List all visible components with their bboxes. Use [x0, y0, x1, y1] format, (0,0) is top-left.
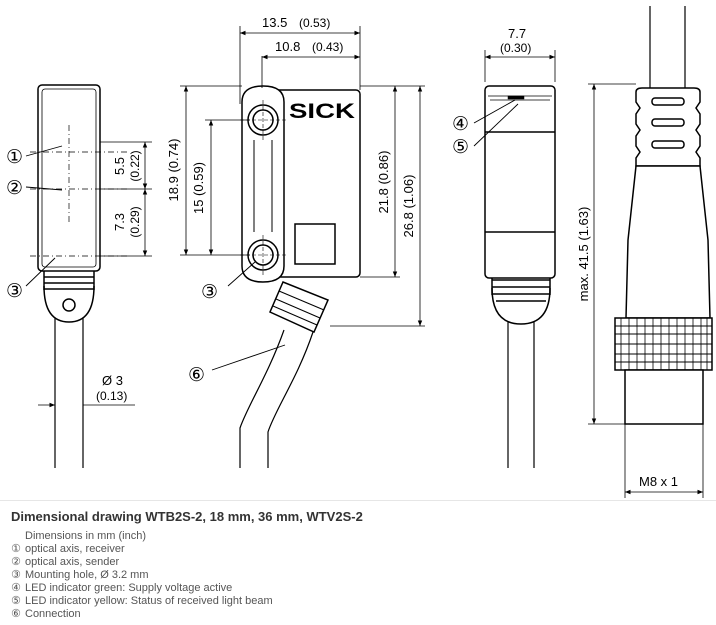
separator [0, 500, 716, 501]
dim-7-7: 7.7 [508, 26, 526, 41]
dim-m8-thread: M8 x 1 [639, 474, 678, 489]
caption: Dimensional drawing WTB2S-2, 18 mm, 36 m… [11, 509, 711, 621]
dim-7-3: 7.3 [112, 213, 127, 231]
narrow-dimensions [484, 50, 556, 82]
dim-5-5: 5.5 [112, 157, 127, 175]
narrow-view [473, 85, 556, 468]
connector-knurl [620, 318, 708, 370]
dim-41-5: max. 41.5 (1.63) [576, 207, 591, 302]
dim-18-9: 18.9 (0.74) [166, 139, 181, 202]
dim-13-5-inch: (0.53) [299, 16, 330, 30]
legend-item: Dimensions in mm (inch) [25, 530, 147, 542]
sick-logo: SICK [289, 100, 355, 123]
callout-4: ④ [452, 114, 469, 135]
dim-26-8: 26.8 (1.06) [401, 175, 416, 238]
callout-1: ① [6, 147, 23, 168]
callout-3-side: ③ [201, 282, 218, 303]
callout-6: ⑥ [188, 365, 205, 386]
front-dimensions [38, 141, 152, 410]
dimensional-drawing: 5.5 (0.22) 7.3 (0.29) Ø 3 (0.13) ① ② ③ S… [6, 6, 713, 498]
dim-diameter-3-inch: (0.13) [96, 389, 127, 403]
dim-13-5: 13.5 [262, 15, 287, 30]
connector-dimensions [588, 83, 704, 498]
side-view [239, 85, 361, 468]
dim-7-3-inch: (0.29) [128, 206, 142, 237]
front-view [25, 84, 130, 468]
dim-10-8: 10.8 [275, 39, 300, 54]
dim-5-5-inch: (0.22) [128, 150, 142, 181]
callout-5: ⑤ [452, 137, 469, 158]
caption-title: Dimensional drawing WTB2S-2, 18 mm, 36 m… [11, 509, 363, 524]
dim-7-7-inch: (0.30) [500, 41, 531, 55]
side-dimensions [180, 26, 425, 371]
dim-15: 15 (0.59) [191, 162, 206, 214]
dim-diameter-3: Ø 3 [102, 373, 123, 388]
callout-2: ② [6, 178, 23, 199]
dim-10-8-inch: (0.43) [312, 40, 343, 54]
callout-3-front: ③ [6, 281, 23, 302]
connector-view [614, 6, 713, 425]
dim-21-8: 21.8 (0.86) [376, 151, 391, 214]
